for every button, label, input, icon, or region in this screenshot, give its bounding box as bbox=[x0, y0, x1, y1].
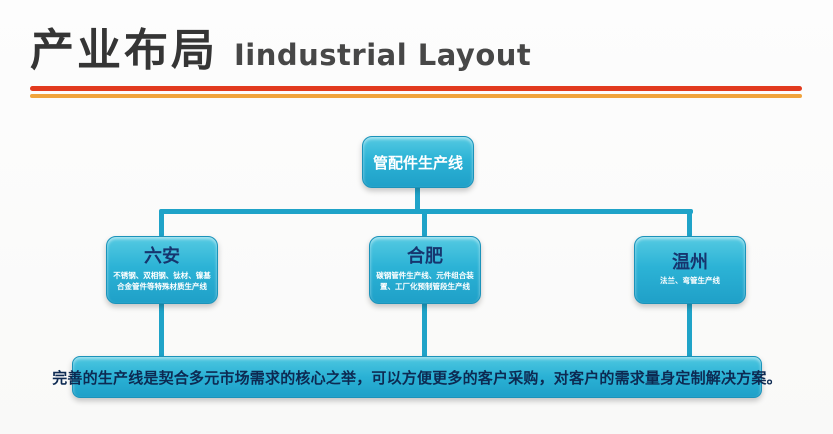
node-root-label: 管配件生产线 bbox=[372, 153, 463, 172]
node-wenzhou-desc: 法兰、弯管生产线 bbox=[660, 276, 720, 286]
node-luan-label: 六安 bbox=[144, 246, 180, 268]
divider-line-bottom bbox=[30, 94, 802, 98]
node-hefei-desc: 碳钢管件生产线、元件组合装置、工厂化预制管段生产线 bbox=[376, 270, 474, 291]
connector-drop-luan bbox=[159, 211, 164, 237]
connector-fall-wenzhou bbox=[687, 302, 692, 358]
connector-fall-hefei bbox=[422, 302, 427, 358]
divider-line-top bbox=[30, 86, 802, 91]
node-hefei: 合肥 碳钢管件生产线、元件组合装置、工厂化预制管段生产线 bbox=[369, 236, 481, 304]
node-wenzhou-label: 温州 bbox=[672, 251, 708, 273]
node-root: 管配件生产线 bbox=[362, 136, 474, 188]
title-chinese: 产业布局 bbox=[30, 25, 218, 76]
node-luan-desc: 不锈钢、双相钢、钛材、镍基合金管件等特殊材质生产线 bbox=[113, 270, 211, 291]
connector-root-stem bbox=[415, 186, 420, 213]
title-english: Iindustrial Layout bbox=[234, 38, 532, 72]
node-wenzhou: 温州 法兰、弯管生产线 bbox=[634, 236, 746, 304]
connector-drop-hefei bbox=[422, 211, 427, 237]
page-title: 产业布局 Iindustrial Layout bbox=[30, 14, 531, 78]
summary-text: 完善的生产线是契合多元市场需求的核心之举，可以方便更多的客户采购，对客户的需求量… bbox=[52, 368, 782, 387]
title-divider bbox=[30, 86, 802, 98]
connector-drop-wenzhou bbox=[687, 211, 692, 237]
connector-fall-luan bbox=[159, 302, 164, 358]
node-luan: 六安 不锈钢、双相钢、钛材、镍基合金管件等特殊材质生产线 bbox=[106, 236, 218, 304]
summary-bar: 完善的生产线是契合多元市场需求的核心之举，可以方便更多的客户采购，对客户的需求量… bbox=[52, 356, 782, 398]
node-hefei-label: 合肥 bbox=[407, 246, 443, 268]
